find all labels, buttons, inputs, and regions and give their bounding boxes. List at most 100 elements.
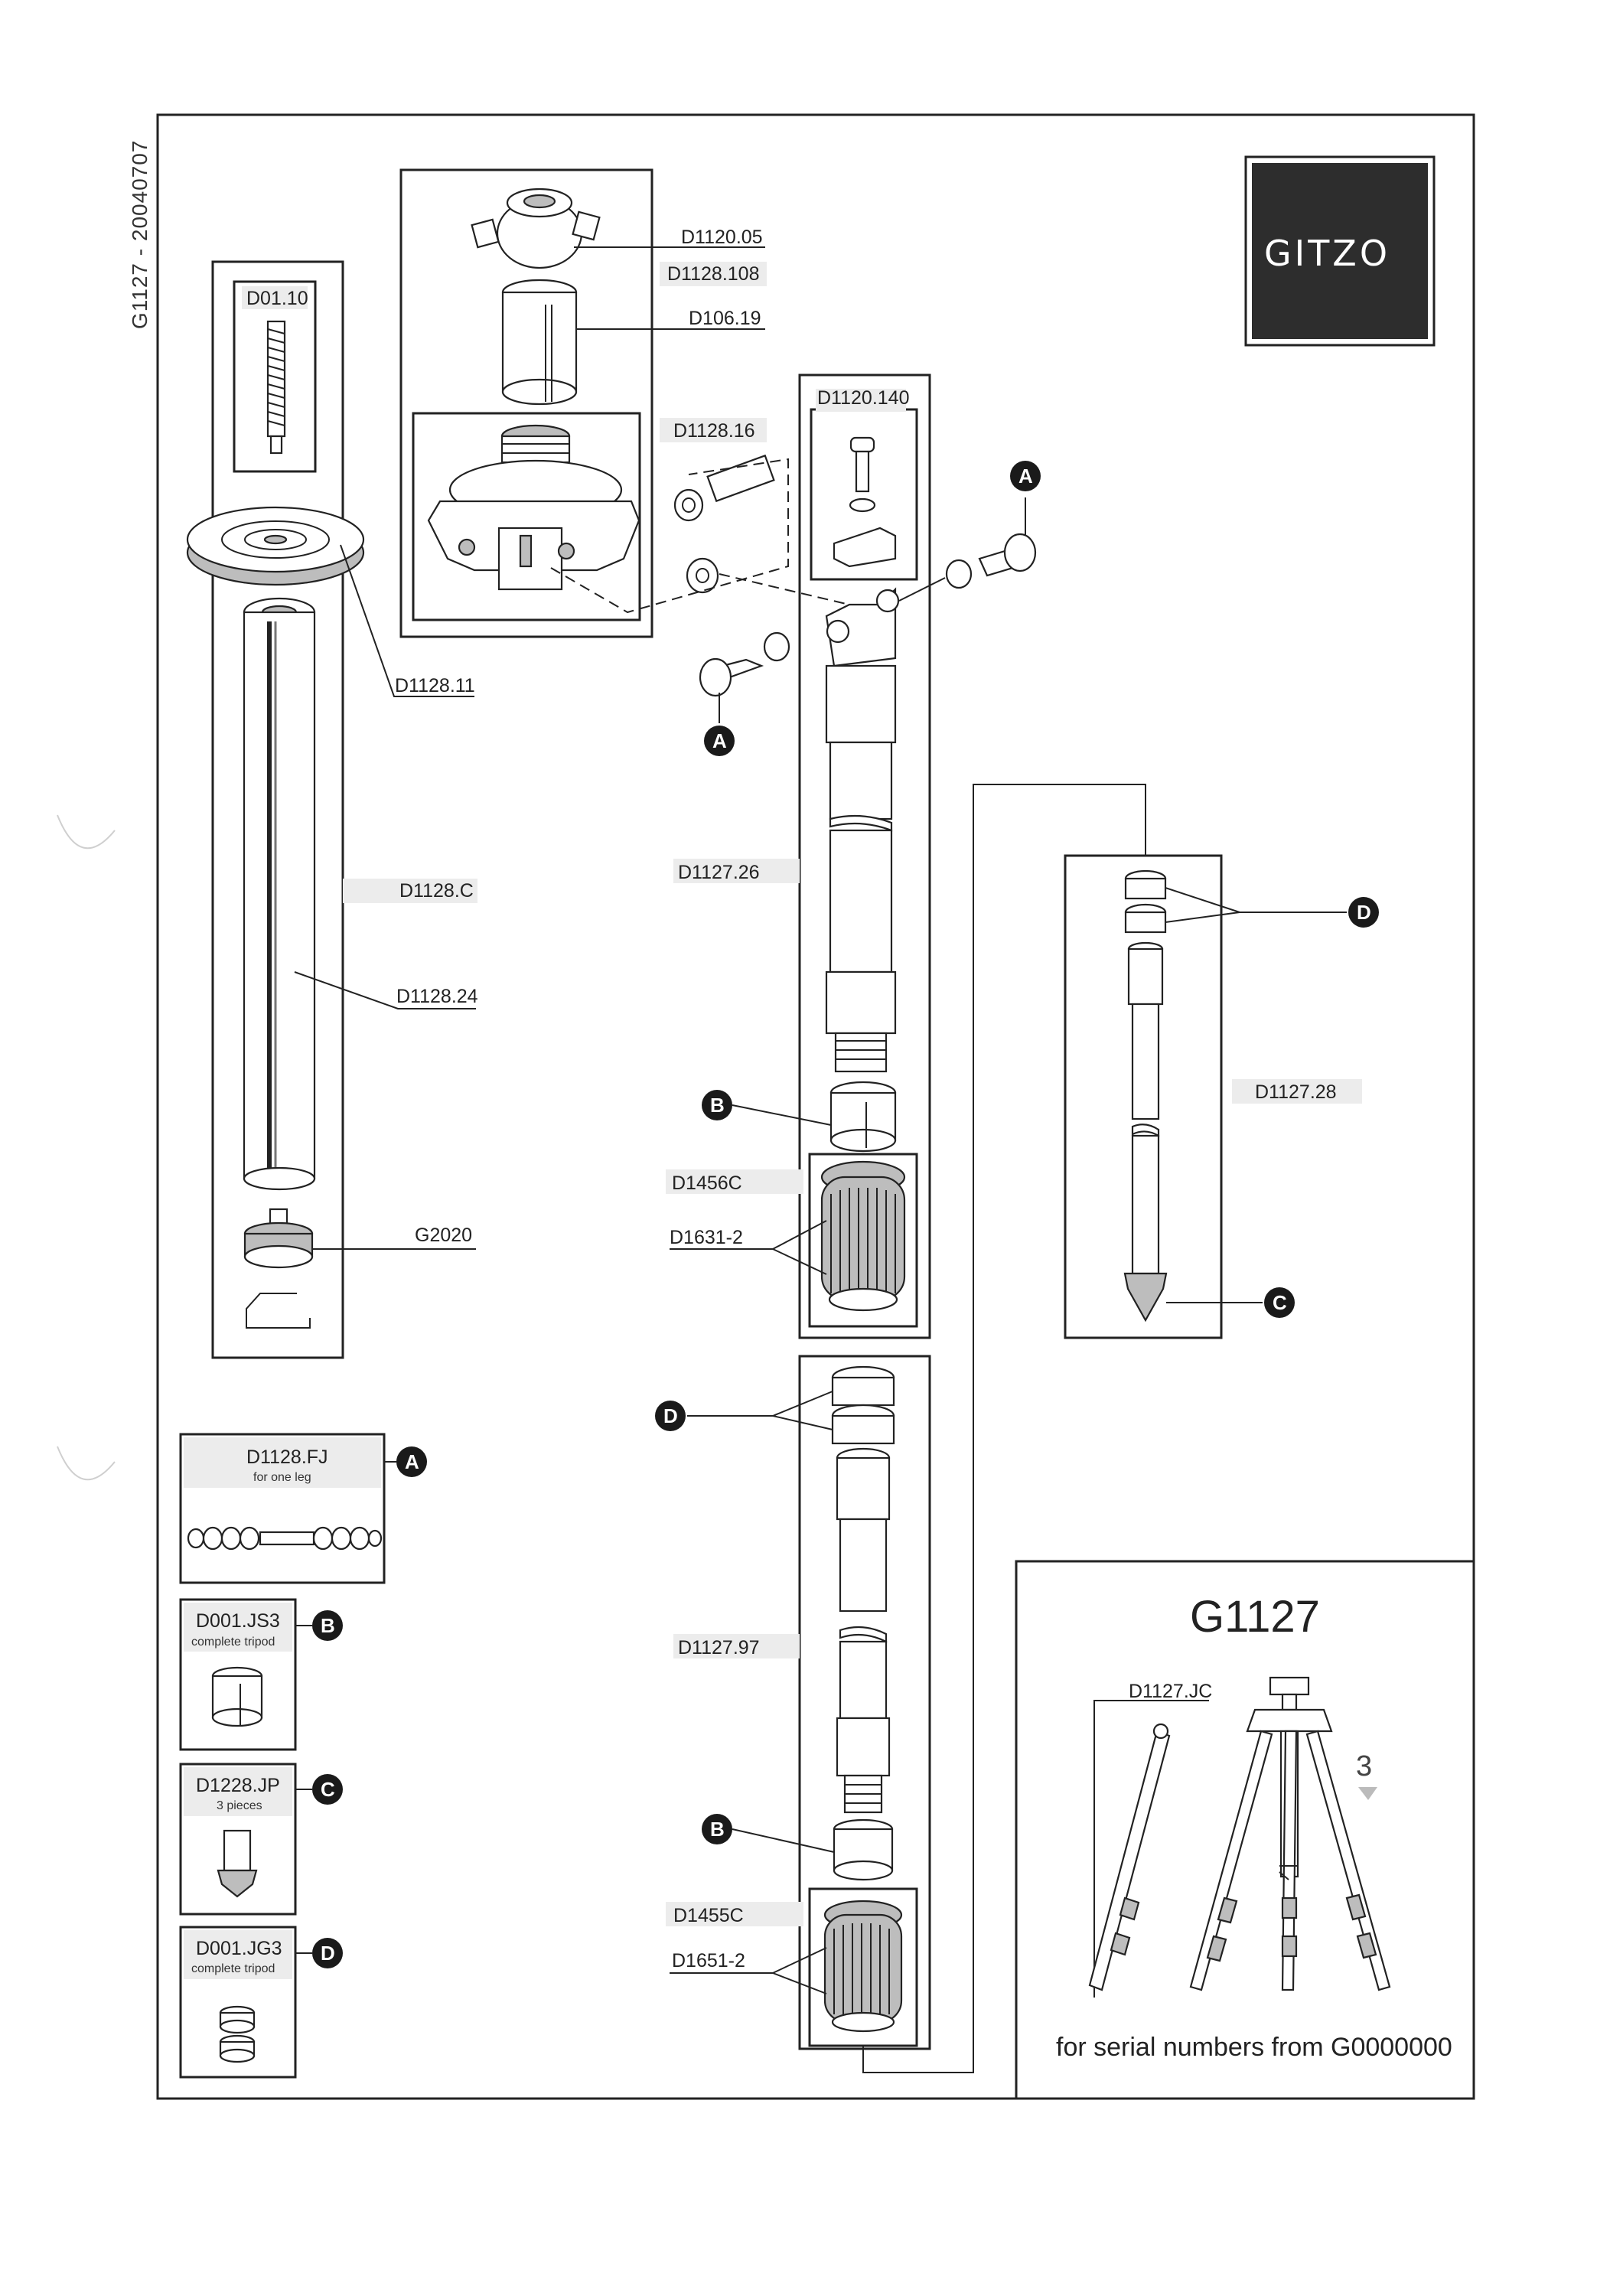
spare-leg-drawing xyxy=(1088,1723,1171,1991)
kit-c: D1228.JP 3 pieces C xyxy=(179,1763,343,1916)
bottom-leg-box xyxy=(1064,854,1223,1339)
kit-d-callout-letter: D xyxy=(321,1942,335,1965)
serial-note: for serial numbers from G0000000 xyxy=(1056,2033,1452,2062)
callout-b-upper-letter: B xyxy=(710,1094,725,1117)
lower-shim-part xyxy=(833,1818,894,1881)
screw-box xyxy=(233,280,317,473)
kit-c-callout xyxy=(312,1774,343,1805)
document-id: G1127 - 20040707 xyxy=(128,140,152,329)
callout-a-upper-letter: A xyxy=(1018,465,1033,488)
label-d1128-c: D1128.C xyxy=(399,880,474,902)
column-tube xyxy=(243,597,316,1191)
lock-nut-part xyxy=(471,188,601,269)
page-arrow-icon xyxy=(1358,1787,1377,1800)
label-d1128-108: D1128.108 xyxy=(667,263,759,285)
kit-d-collars xyxy=(219,2005,256,2063)
section-connector xyxy=(862,784,1146,2073)
label-d01-10: D01.10 xyxy=(246,288,308,309)
lower-leg-box xyxy=(798,1355,931,2050)
callout-c xyxy=(1264,1287,1295,1318)
callout-d-middle-letter: D xyxy=(663,1404,678,1427)
screw-part xyxy=(266,320,286,455)
kit-a-note: for one leg xyxy=(253,1471,311,1484)
sleeve-part xyxy=(501,279,578,406)
middle-leg-tube xyxy=(831,1365,895,1814)
kit-b-callout xyxy=(312,1610,343,1641)
kit-d-note: complete tripod xyxy=(191,1962,275,1975)
kit-b-callout-letter: B xyxy=(321,1614,335,1637)
upper-leg-tube xyxy=(825,664,897,1073)
hook-part xyxy=(243,1208,314,1329)
callout-d-right-letter: D xyxy=(1357,901,1371,924)
kit-b-note: complete tripod xyxy=(191,1636,275,1649)
label-d1128-24: D1128.24 xyxy=(396,986,478,1007)
upper-leg-box xyxy=(798,373,931,1339)
label-d1120-140: D1120.140 xyxy=(817,387,909,409)
callout-b-upper xyxy=(702,1090,732,1120)
label-d106-19: D106.19 xyxy=(689,308,761,329)
label-d1127-jc: D1127.JC xyxy=(1129,1681,1212,1702)
callout-c-letter: C xyxy=(1273,1291,1287,1314)
label-d1128-11: D1128.11 xyxy=(395,675,475,696)
kit-a: D1128.FJ for one leg A xyxy=(179,1433,427,1584)
page-number: 3 xyxy=(1356,1750,1372,1782)
hinge-bolt-part xyxy=(833,436,897,568)
bottom-leg-tube xyxy=(1123,869,1168,1322)
callout-d-right xyxy=(1348,897,1379,928)
tripod-drawing xyxy=(1189,1676,1391,1991)
punch-hole-lower xyxy=(57,1446,116,1481)
head-assembly-box xyxy=(399,168,653,638)
lower-grip-part xyxy=(823,1900,903,2033)
label-d1128-16: D1128.16 xyxy=(673,420,755,442)
kit-c-code: D1228.JP xyxy=(196,1775,280,1796)
callout-a-lower xyxy=(704,726,735,756)
model-title: G1127 xyxy=(1190,1592,1320,1642)
kit-b: D001.JS3 complete tripod B xyxy=(179,1598,343,1751)
model-panel xyxy=(1015,1560,1475,2100)
spider-part xyxy=(427,424,640,591)
label-d1455c: D1455C xyxy=(673,1905,744,1926)
callout-b-lower-letter: B xyxy=(710,1818,725,1841)
label-d1127-28: D1127.28 xyxy=(1255,1081,1337,1103)
kit-c-callout-letter: C xyxy=(321,1778,335,1801)
leg-hinge-part xyxy=(825,587,900,667)
label-d1127-97: D1127.97 xyxy=(678,1637,760,1658)
label-d1456c: D1456C xyxy=(672,1172,742,1194)
platform-disc xyxy=(186,506,365,586)
label-d1631-2: D1631-2 xyxy=(670,1227,743,1248)
kit-d: D001.JG3 complete tripod D xyxy=(179,1926,343,2079)
leader-d1128-11 xyxy=(340,544,474,697)
kit-a-callout-letter: A xyxy=(405,1450,419,1473)
bushing-part xyxy=(673,454,775,594)
spider-box xyxy=(412,412,641,621)
kit-c-foot xyxy=(217,1829,258,1898)
label-g2020: G2020 xyxy=(415,1225,472,1246)
right-bolt-part xyxy=(945,533,1037,589)
kit-a-hardware xyxy=(187,1526,383,1551)
kit-a-code: D1128.FJ xyxy=(246,1446,328,1468)
kit-b-shim xyxy=(211,1666,263,1727)
upper-shim-part xyxy=(829,1081,897,1153)
punch-hole-upper xyxy=(57,814,116,850)
sheet-frame xyxy=(156,113,1475,2100)
upper-grip-box xyxy=(808,1153,918,1328)
kit-d-code: D001.JG3 xyxy=(196,1938,282,1959)
center-column-box xyxy=(211,260,344,1359)
leader-d1128-24 xyxy=(294,971,476,1009)
label-d1651-2: D1651-2 xyxy=(672,1950,745,1971)
kit-b-code: D001.JS3 xyxy=(196,1610,280,1632)
brand-logo: GITZO xyxy=(1244,155,1436,347)
label-d1127-26: D1127.26 xyxy=(678,862,760,883)
callout-b-lower xyxy=(702,1814,732,1844)
callout-a-lower-letter: A xyxy=(712,729,727,752)
upper-grip-part xyxy=(820,1160,906,1312)
kit-c-note: 3 pieces xyxy=(217,1799,262,1812)
left-bolt-part xyxy=(699,631,790,697)
callout-d-middle xyxy=(655,1401,686,1431)
brand-logo-text: GITZO xyxy=(1264,233,1390,274)
kit-d-callout xyxy=(312,1938,343,1968)
label-d1120-05: D1120.05 xyxy=(681,227,763,248)
kit-a-callout xyxy=(396,1446,427,1477)
callout-a-upper xyxy=(1010,461,1041,491)
